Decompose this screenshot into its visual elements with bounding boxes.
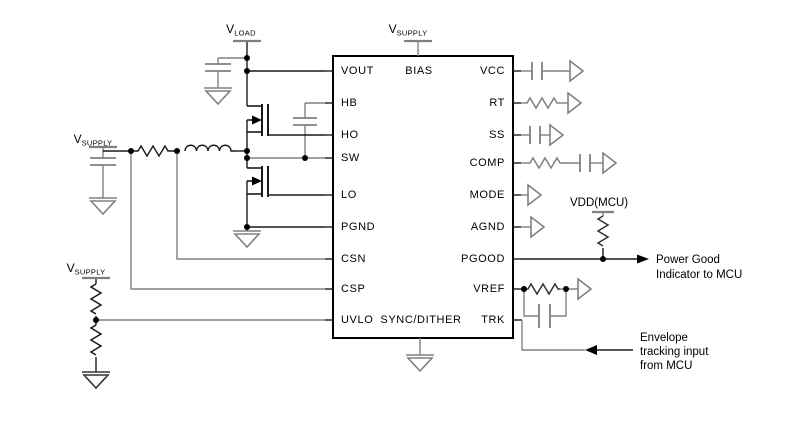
sync-ground xyxy=(406,354,434,373)
sense-resistor xyxy=(131,144,177,158)
pin-label-pgnd: PGND xyxy=(341,221,375,233)
vcc-cap xyxy=(531,62,543,80)
low-side-mosfet xyxy=(247,166,325,197)
vsupply-cap xyxy=(90,157,116,166)
pin-label-mode: MODE xyxy=(470,189,505,201)
rt-offpage-icon xyxy=(567,91,583,115)
pin-label-ho: HO xyxy=(341,129,359,141)
pin-label-rt: RT xyxy=(489,97,505,109)
pin-stubs xyxy=(325,70,522,321)
offpage-connectors xyxy=(527,59,618,301)
vref-resistor xyxy=(526,282,560,296)
vref-cap xyxy=(538,304,551,328)
uvlo-top-resistor xyxy=(89,283,103,315)
pin-label-trk: TRK xyxy=(481,314,505,326)
pin-label-agnd: AGND xyxy=(471,221,505,233)
pin-label-sw: SW xyxy=(341,152,360,164)
pgnd-ground xyxy=(233,230,261,249)
vref-offpage-icon xyxy=(577,277,593,301)
pin-label-pgood: PGOOD xyxy=(461,253,505,265)
pin-label-vcc: VCC xyxy=(480,65,505,77)
node-dots xyxy=(93,55,606,323)
supply-bars xyxy=(82,39,614,280)
mode-offpage-icon xyxy=(527,183,543,207)
vsupply-bottom-label: VSUPPLY xyxy=(67,261,106,277)
pin-label-bias: BIAS xyxy=(405,65,432,77)
pin-label-vref: VREF xyxy=(473,283,505,295)
uvlo-ground xyxy=(82,371,110,390)
pin-label-csp: CSP xyxy=(341,283,365,295)
pgood-annotation-line2: Indicator to MCU xyxy=(656,269,742,281)
inductor xyxy=(184,144,237,152)
annotations: Power Good Indicator to MCU Envelope tra… xyxy=(640,254,742,372)
vcc-offpage-icon xyxy=(569,59,585,83)
uvlo-bottom-resistor xyxy=(89,324,103,356)
ss-cap xyxy=(529,126,541,144)
trk-annotation-line3: from MCU xyxy=(640,360,692,372)
trk-arrow-icon xyxy=(585,345,597,355)
ss-offpage-icon xyxy=(549,123,565,147)
ground-symbols xyxy=(82,87,434,390)
comp-cap xyxy=(579,154,591,172)
vload-cap xyxy=(205,63,231,72)
agnd-offpage-icon xyxy=(530,215,546,239)
resistors xyxy=(89,96,610,356)
vsupply-cap-ground xyxy=(89,197,117,216)
pin-label-uvlo: UVLO xyxy=(341,314,373,326)
capacitors xyxy=(90,62,591,328)
vsupply-mid-label: VSUPPLY xyxy=(74,132,113,148)
bootstrap-cap xyxy=(293,117,317,126)
vload-label: VLOAD xyxy=(226,22,256,38)
pin-label-hb: HB xyxy=(341,97,357,109)
ic-body xyxy=(332,55,514,339)
pin-label-comp: COMP xyxy=(470,157,505,169)
vsupply-top-label: VSUPPLY xyxy=(389,22,428,38)
hs-body-arrow-icon xyxy=(252,115,262,125)
ls-body-arrow-icon xyxy=(252,176,262,186)
high-side-mosfet xyxy=(247,104,325,136)
comp-resistor xyxy=(528,156,562,170)
pin-label-ss: SS xyxy=(489,129,505,141)
vload-cap-ground xyxy=(204,87,232,106)
pgood-arrow-icon xyxy=(637,254,649,264)
trk-annotation-line2: tracking input xyxy=(640,346,709,358)
pin-label-csn: CSN xyxy=(341,253,366,265)
vdd-pullup-resistor xyxy=(596,215,610,247)
pin-label-sync-dither: SYNC/DITHER xyxy=(380,314,461,326)
trk-annotation-line1: Envelope xyxy=(640,332,688,344)
pin-label-vout: VOUT xyxy=(341,65,374,77)
pin-label-lo: LO xyxy=(341,189,357,201)
supply-labels: VLOAD VSUPPLY VSUPPLY VSUPPLY VDD(MCU) xyxy=(67,22,629,277)
pgood-annotation-line1: Power Good xyxy=(656,254,720,266)
vdd-mcu-label: VDD(MCU) xyxy=(570,197,628,209)
ic-pin-labels: VOUT HB HO SW LO PGND CSN CSP UVLO VCC R… xyxy=(341,65,505,326)
rt-resistor xyxy=(525,96,559,110)
comp-offpage-icon xyxy=(602,151,618,175)
